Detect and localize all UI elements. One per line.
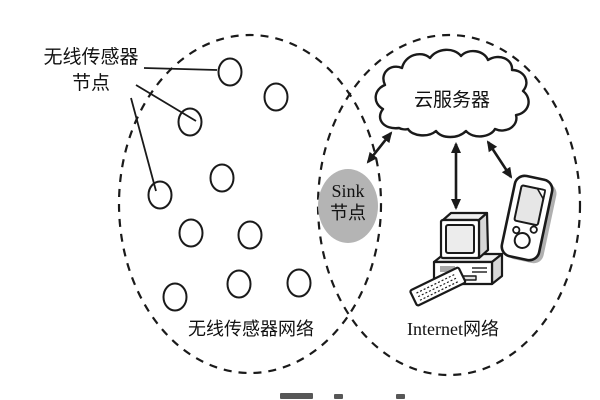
link-arrows-group <box>366 131 513 210</box>
pointer-lines-group <box>130 67 218 192</box>
sink-node-label: Sink 节点 <box>317 180 379 224</box>
sensor-nodes-group <box>147 57 312 312</box>
caption-glyph-top <box>280 393 313 399</box>
internet-boundary-ellipse <box>316 33 582 377</box>
sink-node-label-line2: 节点 <box>330 203 366 223</box>
pointer-line <box>130 97 157 192</box>
sensor-node-circle <box>178 218 204 248</box>
sensor-node-circle <box>237 220 263 250</box>
cloud-server-label: 云服务器 <box>413 90 490 111</box>
sink-node <box>318 169 378 243</box>
sensor-node-circle <box>147 180 173 210</box>
cloud-sink-link <box>366 131 393 164</box>
sensor-node-pointer-label: 无线传感器 节点 <box>30 45 152 97</box>
sink-node-label-line1: Sink <box>331 181 365 201</box>
sensor-node-circle <box>263 82 289 112</box>
sensor-node-pointer-label-line2: 节点 <box>71 73 110 94</box>
cloud-mobile-link <box>486 140 513 179</box>
caption-glyph-top <box>396 394 405 399</box>
wsn-region-label: 无线传感器网络 <box>188 319 314 339</box>
wsn-boundary-ellipse <box>117 33 383 375</box>
pointer-line <box>135 84 197 122</box>
desktop-computer-icon <box>409 211 504 307</box>
pointer-line <box>143 67 218 71</box>
sensor-node-circle <box>209 163 235 193</box>
internet-region-label: Internet网络 <box>407 319 499 339</box>
sensor-node-circle <box>177 107 203 137</box>
mobile-device-icon <box>500 174 557 264</box>
sensor-node-circle <box>226 269 252 299</box>
sensor-node-pointer-label-line1: 无线传感器 <box>43 47 139 68</box>
sensor-node-circle <box>286 268 312 298</box>
caption-glyph-top <box>334 394 343 399</box>
sensor-node-circle <box>162 282 188 312</box>
cloud-icon <box>374 48 530 139</box>
sensor-node-circle <box>217 57 243 87</box>
